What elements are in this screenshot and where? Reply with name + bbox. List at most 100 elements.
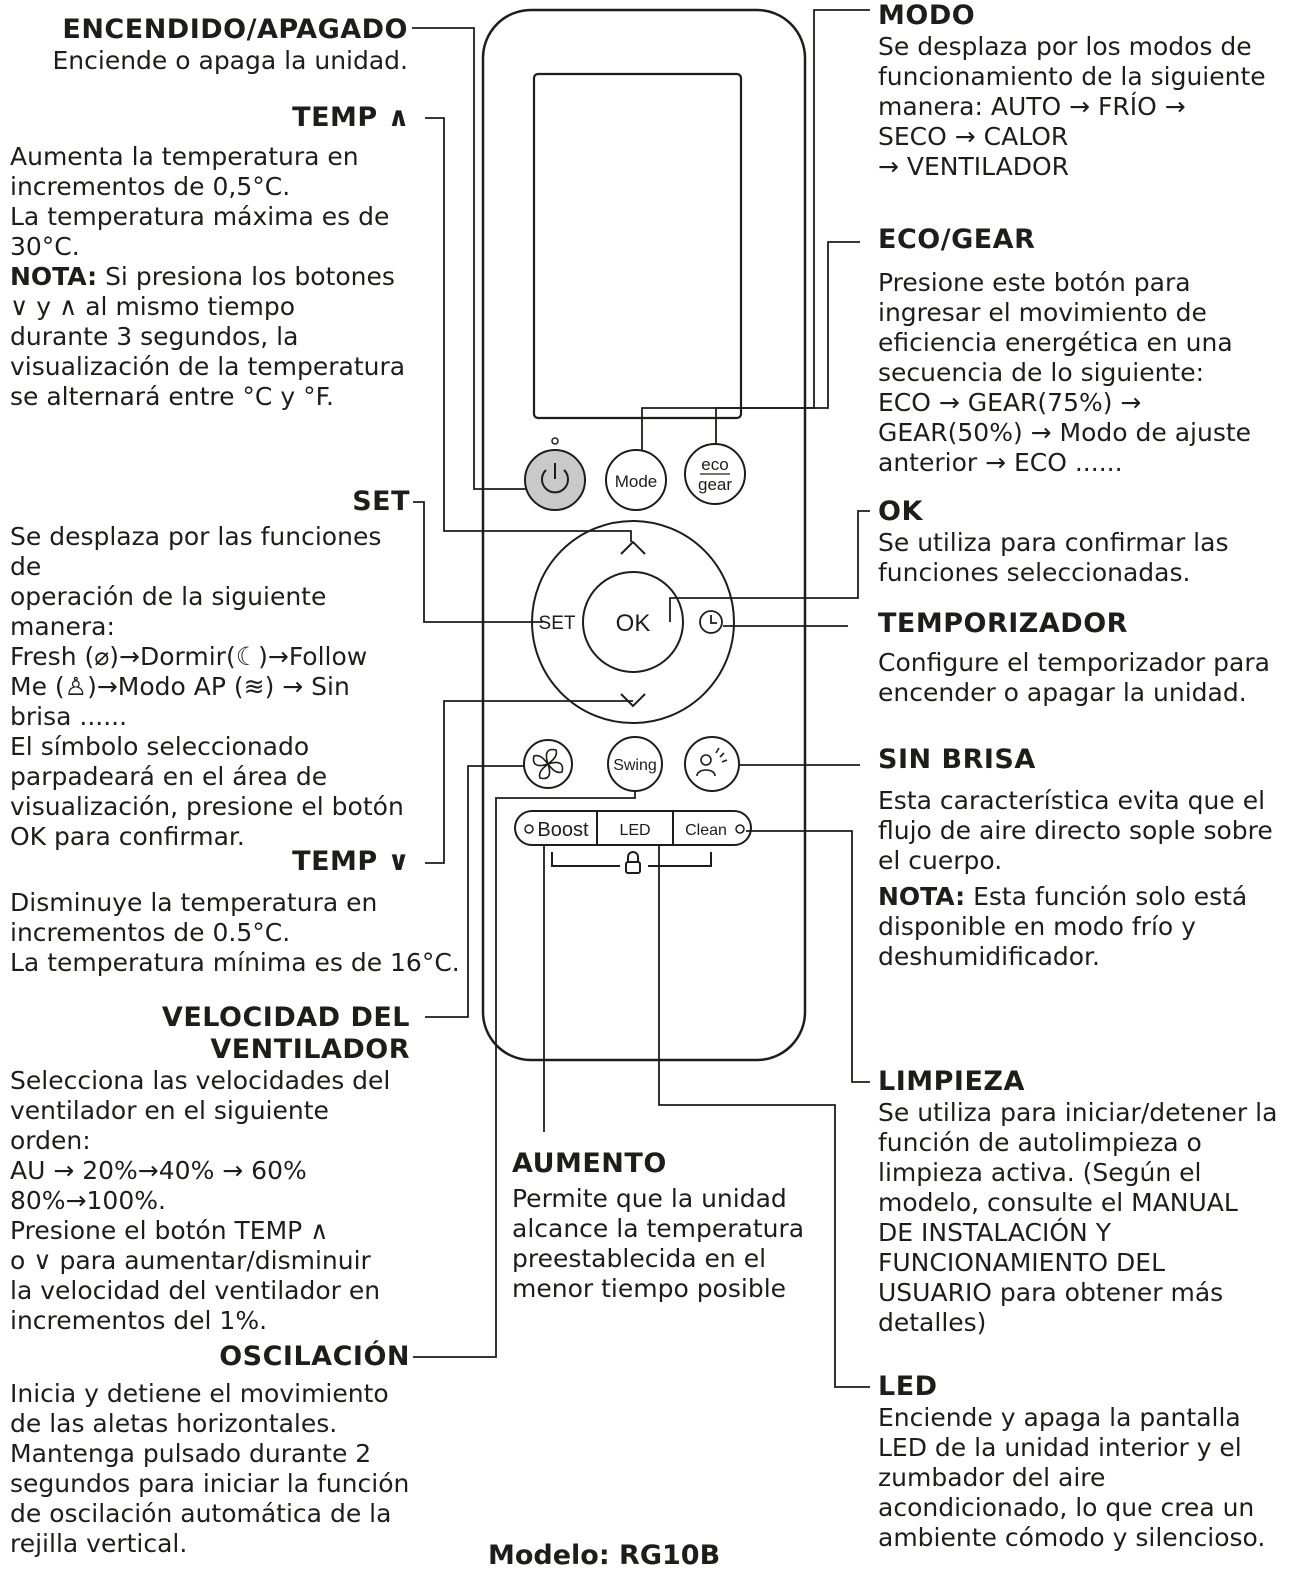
power-title: ENCENDIDO/APAGADO (62, 14, 408, 45)
timer-text-line: Configure el temporizador para (878, 648, 1270, 677)
temp-down-button[interactable] (620, 693, 646, 708)
swing-text-line: segundos para iniciar la función (10, 1469, 410, 1498)
swing-text-line: rejilla vertical. (10, 1529, 188, 1558)
set-text-line: Me (♙)→Modo AP (≋) → Sin (10, 672, 350, 701)
led-text-line: LED de la unidad interior y el (878, 1433, 1242, 1462)
led-button[interactable]: LED (619, 822, 650, 839)
note-label: NOTA: (878, 882, 966, 911)
clean-button[interactable]: Clean (685, 822, 745, 839)
fan-speed-button[interactable] (523, 739, 573, 789)
ok-button[interactable]: OK (582, 571, 684, 673)
clean-callout: LIMPIEZA Se utiliza para iniciar/detener… (878, 1066, 1278, 1338)
timer-text-line: encender o apagar la unidad. (878, 678, 1247, 707)
temp-up-button[interactable] (620, 540, 646, 555)
mode-button[interactable]: Mode (605, 449, 667, 511)
breezeless-text-line: flujo de aire directo sople sobre (878, 816, 1273, 845)
breezeless-note-line: disponible en modo frío y (878, 912, 1196, 941)
led-text-line: ambiente cómodo y silencioso. (878, 1523, 1266, 1552)
set-text-line: El símbolo seleccionado (10, 732, 310, 761)
boost-button[interactable]: Boost (524, 819, 589, 841)
boost-text-line: Permite que la unidad (512, 1184, 787, 1213)
swing-button-label: Swing (613, 757, 657, 774)
mode-text-line: → VENTILADOR (878, 152, 1070, 181)
breezeless-button[interactable] (684, 736, 740, 792)
lock-icon (625, 851, 641, 874)
breezeless-icon (696, 747, 728, 777)
temp-up-text-line: 30°C. (10, 232, 80, 261)
eco-gear-callout: ECO/GEAR Presione este botón para ingres… (878, 224, 1278, 478)
bottom-button-bar (514, 810, 752, 846)
temp-down-title: TEMP ∨ (292, 846, 410, 877)
ok-button-label: OK (616, 610, 651, 637)
eco-gear-button[interactable]: eco gear (684, 443, 746, 505)
clean-text-line: modelo, consulte el MANUAL (878, 1188, 1238, 1217)
set-text-line: parpadeará en el área de (10, 762, 328, 791)
boost-text-line: preestablecida en el (512, 1244, 767, 1273)
swing-button[interactable]: Swing (607, 736, 663, 792)
fan-text-line: ventilador en el siguiente orden: (10, 1096, 329, 1155)
power-text: Enciende o apaga la unidad. (52, 46, 409, 75)
clean-text-line: DE INSTALACIÓN Y (878, 1218, 1111, 1247)
boost-text-line: menor tiempo posible (512, 1274, 787, 1303)
fan-text-line: la velocidad del ventilador en (10, 1276, 381, 1305)
clean-title: LIMPIEZA (878, 1066, 1025, 1097)
swing-text-line: de oscilación automática de la (10, 1499, 392, 1528)
fan-text-line: incrementos del 1%. (10, 1306, 268, 1335)
set-text-line: operación de la siguiente (10, 582, 327, 611)
ok-title: OK (878, 496, 923, 527)
clock-icon (699, 610, 723, 634)
eco-text-line: GEAR(50%) → Modo de ajuste (878, 418, 1252, 447)
temp-up-note-line: visualización de la temperatura (10, 352, 406, 381)
led-text-line: zumbador del aire (878, 1463, 1106, 1492)
set-callout: SET Se desplaza por las funciones de ope… (10, 486, 410, 852)
eco-text-line: secuencia de lo siguiente: (878, 358, 1205, 387)
temp-up-callout: TEMP ∧ Aumenta la temperatura en increme… (10, 102, 410, 412)
fan-text-line: Presione el botón TEMP ∧ (10, 1216, 329, 1245)
set-text-line: OK para confirmar. (10, 822, 245, 851)
mode-text-line: funcionamiento de la siguiente (878, 62, 1266, 91)
boost-text-line: alcance la temperatura (512, 1214, 805, 1243)
clean-text-line: USUARIO para obtener más (878, 1278, 1224, 1307)
timer-button[interactable] (699, 610, 723, 634)
power-callout: ENCENDIDO/APAGADO Enciende o apaga la un… (10, 14, 409, 76)
timer-callout: TEMPORIZADOR Configure el temporizador p… (878, 608, 1278, 708)
led-text-line: Enciende y apaga la pantalla (878, 1403, 1241, 1432)
temp-up-text-line: incrementos de 0,5°C. (10, 172, 291, 201)
swing-text-line: Mantenga pulsado durante 2 (10, 1439, 372, 1468)
fan-icon (532, 748, 564, 780)
fan-text-line: o ∨ para aumentar/disminuir (10, 1246, 371, 1275)
power-button[interactable] (524, 437, 586, 511)
temp-up-note-line: ∨ y ∧ al mismo tiempo (10, 292, 296, 321)
set-button[interactable]: SET (539, 613, 576, 634)
breezeless-callout: SIN BRISA Esta característica evita que … (878, 744, 1278, 972)
mode-title: MODO (878, 0, 976, 31)
breezeless-note-line: deshumidificador. (878, 942, 1100, 971)
eco-text-line: ingresar el movimiento de (878, 298, 1207, 327)
led-text-line: acondicionado, lo que crea un (878, 1493, 1255, 1522)
temp-up-note-line: durante 3 segundos, la (10, 322, 299, 351)
temp-up-note-line: se alternará entre °C y °F. (10, 382, 334, 411)
mode-text-line: manera: AUTO → FRÍO → (878, 92, 1186, 121)
temp-up-text-line: Aumenta la temperatura en (10, 142, 359, 171)
breezeless-title: SIN BRISA (878, 744, 1036, 775)
swing-text-line: Inicia y detiene el movimiento (10, 1379, 389, 1408)
set-text-line: Se desplaza por las funciones de (10, 522, 382, 581)
power-icon (541, 469, 569, 494)
gear-label: gear (698, 475, 732, 494)
clean-text-line: función de autolimpieza o (878, 1128, 1202, 1157)
eco-text-line: eficiencia energética en una (878, 328, 1233, 357)
mode-text-line: Se desplaza por los modos de (878, 32, 1252, 61)
temp-down-text-line: Disminuye la temperatura en (10, 888, 378, 917)
set-text-line: Fresh (⌀)→Dormir(☾)→Follow (10, 642, 368, 671)
swing-text-line: de las aletas horizontales. (10, 1409, 338, 1438)
clean-text-line: Se utiliza para iniciar/detener la (878, 1098, 1278, 1127)
timer-title: TEMPORIZADOR (878, 608, 1128, 639)
breezeless-text-line: el cuerpo. (878, 846, 1003, 875)
note-label: NOTA: (10, 262, 98, 291)
set-text-line: brisa ...... (10, 702, 128, 731)
breezeless-text-line: Esta característica evita que el (878, 786, 1266, 815)
breezeless-note-line: Esta función solo está (973, 882, 1248, 911)
temp-down-text-line: La temperatura mínima es de 16°C. (10, 948, 460, 977)
clean-button-label: Clean (685, 822, 727, 839)
leader-lines (412, 9, 870, 1388)
